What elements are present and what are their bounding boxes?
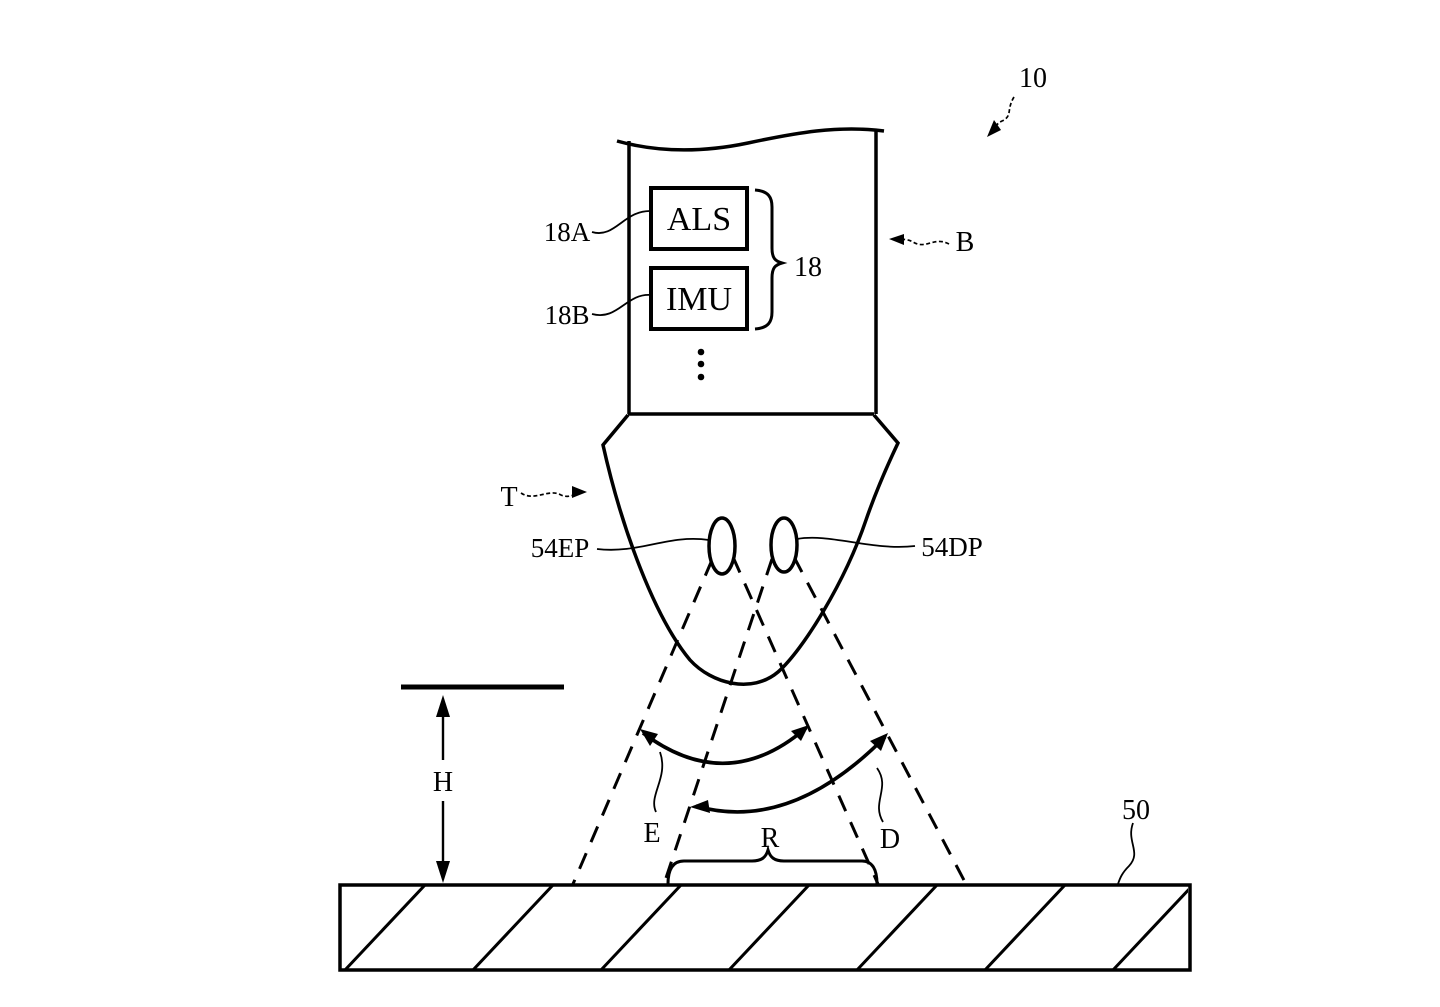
reference-leaders — [520, 96, 1015, 551]
emitter-port-shape — [707, 516, 737, 576]
surface-label-leader — [1117, 822, 1136, 885]
detector-port-leader — [796, 536, 916, 548]
detection-label-leader — [876, 767, 884, 823]
tip-arrowhead — [572, 486, 587, 498]
surface-hatching — [343, 886, 1188, 969]
emission-cone-label: E — [643, 818, 660, 849]
als-box-label: ALS — [667, 201, 731, 238]
detection-cone-label: D — [880, 824, 900, 855]
imu-box-label: IMU — [666, 281, 732, 318]
target-surface — [338, 822, 1192, 972]
device-arrowhead — [987, 120, 1001, 137]
device-arrow — [990, 96, 1015, 133]
stylus-body — [616, 127, 885, 416]
als-box — [649, 186, 749, 251]
detector-beam-left — [662, 558, 774, 885]
sensor-a-leader — [591, 210, 652, 234]
ellipsis-dots-icon — [697, 348, 705, 381]
emitter-beam-left — [571, 559, 714, 885]
emission-arc-arrowhead-left — [640, 729, 658, 746]
angle-arcs — [640, 725, 888, 823]
body-top-break-line — [616, 127, 885, 152]
surface-rect — [338, 883, 1192, 972]
height-label: H — [433, 767, 453, 798]
detection-arc-arrowhead-right — [870, 733, 888, 751]
height-arrowhead-down — [436, 861, 450, 883]
emitter-port-leader — [596, 538, 710, 551]
sensor-blocks: ALS IMU — [649, 186, 788, 381]
detection-arc — [695, 735, 887, 814]
emission-arc — [641, 726, 808, 766]
sensors-group-brace — [754, 188, 788, 331]
emitter-port-label: 54EP — [531, 533, 590, 563]
emitter-beam-right — [731, 556, 880, 885]
tip-ref-label: T — [500, 482, 517, 513]
height-arrowhead-up — [436, 695, 450, 717]
detection-arc-arrowhead-left — [690, 800, 710, 813]
sensor-b-leader — [591, 294, 652, 317]
sensors-group-label: 18 — [794, 252, 822, 283]
tip-arrow — [520, 491, 582, 498]
detector-port-shape — [769, 516, 799, 574]
imu-box — [649, 266, 749, 331]
tip-ports — [707, 516, 799, 576]
body-ref-label: B — [956, 227, 975, 258]
overlap-region-brace — [666, 844, 879, 885]
emission-label-leader — [653, 751, 664, 813]
detector-port-label: 54DP — [921, 532, 983, 562]
sensor-b-label: 18B — [544, 300, 589, 330]
device-ref-label: 10 — [1019, 63, 1047, 94]
height-dimension — [401, 684, 564, 883]
sensor-a-label: 18A — [544, 217, 591, 247]
tip-outline — [601, 413, 901, 686]
emission-arc-arrowhead-right — [791, 725, 809, 741]
body-arrowhead — [889, 234, 904, 245]
figure-labels: 10 B T 18 18A 18B 54EP 54DP E R D H 50 — [433, 63, 1150, 855]
surface-ref-label: 50 — [1122, 795, 1150, 826]
overlap-region-label: R — [761, 823, 780, 854]
